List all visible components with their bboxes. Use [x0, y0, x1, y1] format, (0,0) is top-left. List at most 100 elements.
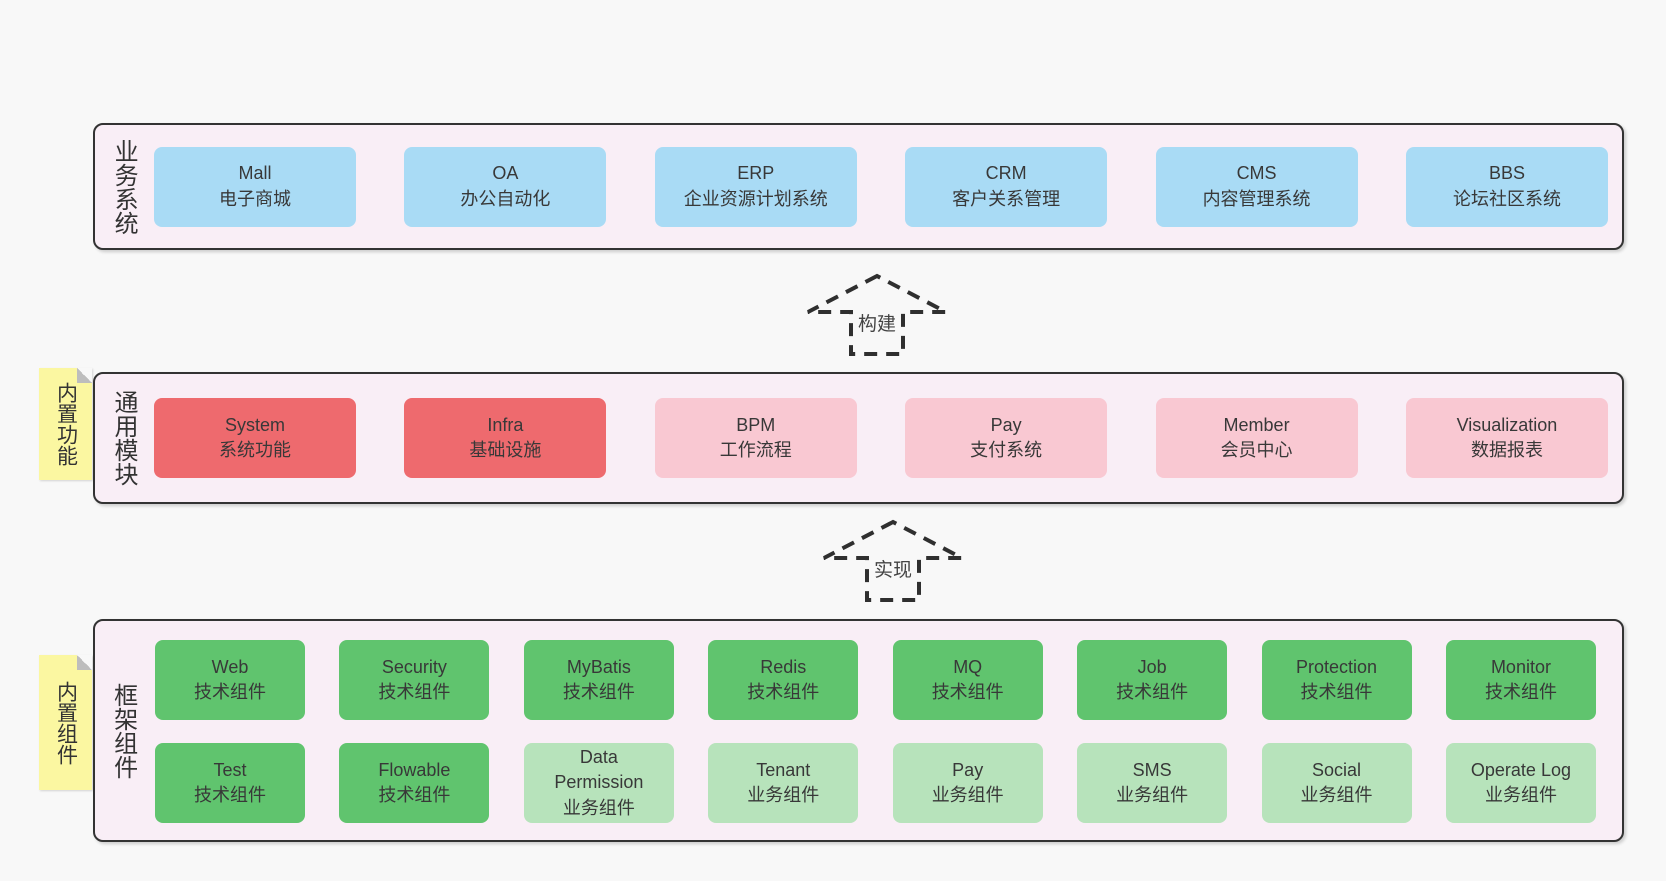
modules-boxes-row: System 系统功能 Infra 基础设施 BPM 工作流程 Pay 支付系统…: [154, 374, 1608, 502]
box-title: Test: [213, 759, 247, 780]
box-subtitle: 系统功能: [219, 440, 291, 460]
box-title: OA: [492, 163, 519, 184]
implement-arrow: 实现: [818, 518, 968, 604]
business-boxes-row: Mall 电子商城 OA 办公自动化 ERP 企业资源计划系统 CRM 客户关系…: [154, 125, 1608, 248]
box-title: ERP: [737, 163, 775, 184]
box-subtitle: 内容管理系统: [1202, 188, 1311, 209]
box-member: Member 会员中心: [1155, 398, 1358, 478]
box-title: Social: [1312, 759, 1362, 780]
band-label-business: 业务系统: [110, 138, 138, 235]
box-title: CRM: [985, 163, 1027, 184]
box-title: Monitor: [1490, 656, 1551, 677]
box-subtitle: 工作流程: [719, 440, 792, 460]
band-label-modules: 通用模块: [110, 390, 137, 486]
box-subtitle: 技术组件: [931, 682, 1004, 702]
implement-arrow-label: 实现: [868, 554, 918, 583]
box-crm: CRM 客户关系管理: [905, 146, 1108, 227]
box-subtitle: 数据报表: [1470, 440, 1543, 460]
framework-components-band: 框架组件 Web 技术组件 Security 技术组件 MyBatis 技术组件…: [93, 619, 1624, 842]
box-title: CMS: [1236, 163, 1277, 184]
box-subtitle: 基础设施: [469, 440, 542, 460]
build-arrow: 构建: [802, 272, 952, 358]
box-social: Social 业务组件: [1261, 743, 1412, 823]
box-subtitle: 办公自动化: [460, 188, 551, 209]
box-oa: OA 办公自动化: [404, 146, 607, 227]
box-job: Job 技术组件: [1077, 640, 1228, 720]
box-flowable: Flowable 技术组件: [339, 743, 490, 823]
box-title: Mall: [238, 163, 272, 184]
box-title: Security: [381, 656, 447, 677]
box-subtitle: 技术组件: [378, 785, 451, 805]
box-title: SMS: [1132, 759, 1172, 780]
box-subtitle: 技术组件: [194, 682, 266, 702]
box-subtitle: 技术组件: [1116, 682, 1189, 702]
box-mall: Mall 电子商城: [154, 146, 356, 227]
box-mq: MQ 技术组件: [892, 640, 1043, 720]
box-infra: Infra 基础设施: [404, 398, 607, 478]
components-row-1: Web 技术组件 Security 技术组件 MyBatis 技术组件 Redi…: [155, 640, 1596, 720]
box-title: System: [224, 414, 285, 435]
box-title: Visualization: [1456, 414, 1558, 435]
box-subtitle: 论坛社区系统: [1452, 188, 1561, 209]
box-cms: CMS 内容管理系统: [1155, 146, 1358, 227]
band-label-components: 框架组件: [109, 682, 137, 779]
box-data-permission: Data Permission 业务组件: [523, 743, 674, 823]
box-title: Operate Log: [1470, 759, 1571, 780]
box-test: Test 技术组件: [155, 743, 305, 823]
box-title: Job: [1137, 656, 1167, 677]
box-security: Security 技术组件: [339, 640, 490, 720]
box-subtitle: 业务组件: [1300, 785, 1373, 805]
box-subtitle: 电子商城: [219, 188, 291, 209]
box-redis: Redis 技术组件: [708, 640, 859, 720]
sticky-built-in-components: 内置组件: [39, 655, 92, 790]
common-modules-band: 通用模块 System 系统功能 Infra 基础设施 BPM 工作流程 Pay…: [93, 372, 1624, 504]
box-protection: Protection 技术组件: [1261, 640, 1412, 720]
dashed-up-arrow-icon: [823, 519, 963, 602]
box-visualization: Visualization 数据报表: [1405, 398, 1608, 478]
box-title: MQ: [953, 656, 983, 677]
box-subtitle: 企业资源计划系统: [683, 188, 828, 209]
box-tenant: Tenant 业务组件: [708, 743, 859, 823]
box-subtitle: 技术组件: [1484, 682, 1557, 702]
box-title: Web: [211, 656, 249, 677]
box-operate-log: Operate Log 业务组件: [1445, 743, 1596, 823]
box-title: BBS: [1488, 163, 1525, 184]
box-subtitle: 会员中心: [1220, 440, 1293, 460]
box-subtitle: 技术组件: [378, 682, 451, 702]
box-title: Flowable: [378, 759, 451, 780]
box-pay-component: Pay 业务组件: [892, 743, 1043, 823]
box-subtitle: 业务组件: [1116, 785, 1189, 805]
box-subtitle: 业务组件: [931, 785, 1004, 805]
box-subtitle: 技术组件: [194, 785, 266, 805]
box-bbs: BBS 论坛社区系统: [1405, 146, 1608, 227]
components-grid: Web 技术组件 Security 技术组件 MyBatis 技术组件 Redi…: [155, 640, 1596, 823]
business-systems-band: 业务系统 Mall 电子商城 OA 办公自动化 ERP 企业资源计划系统 CRM…: [93, 123, 1624, 250]
box-title: Redis: [760, 656, 807, 677]
dashed-up-arrow-icon: [807, 273, 947, 356]
box-title: Tenant: [756, 759, 811, 780]
box-subtitle: 支付系统: [970, 440, 1043, 460]
box-subtitle: 客户关系管理: [952, 188, 1061, 209]
box-pay-module: Pay 支付系统: [905, 398, 1108, 478]
build-arrow-label: 构建: [852, 308, 902, 337]
box-title: Infra: [487, 414, 524, 435]
box-subtitle: 业务组件: [747, 785, 820, 805]
box-monitor: Monitor 技术组件: [1445, 640, 1596, 720]
box-title: Data Permission: [554, 747, 644, 793]
box-web: Web 技术组件: [155, 640, 305, 720]
box-mybatis: MyBatis 技术组件: [523, 640, 674, 720]
box-title: BPM: [736, 414, 776, 435]
box-title: Protection: [1296, 656, 1378, 677]
box-subtitle: 业务组件: [562, 797, 635, 818]
box-subtitle: 技术组件: [747, 682, 820, 702]
box-subtitle: 技术组件: [1300, 682, 1373, 702]
box-subtitle: 业务组件: [1484, 785, 1557, 805]
box-erp: ERP 企业资源计划系统: [654, 146, 857, 227]
box-title: Pay: [990, 414, 1022, 435]
box-bpm: BPM 工作流程: [654, 398, 857, 478]
box-title: Pay: [952, 759, 984, 780]
box-subtitle: 技术组件: [562, 682, 635, 702]
components-row-2: Test 技术组件 Flowable 技术组件 Data Permission …: [155, 743, 1596, 823]
box-system: System 系统功能: [154, 398, 356, 478]
